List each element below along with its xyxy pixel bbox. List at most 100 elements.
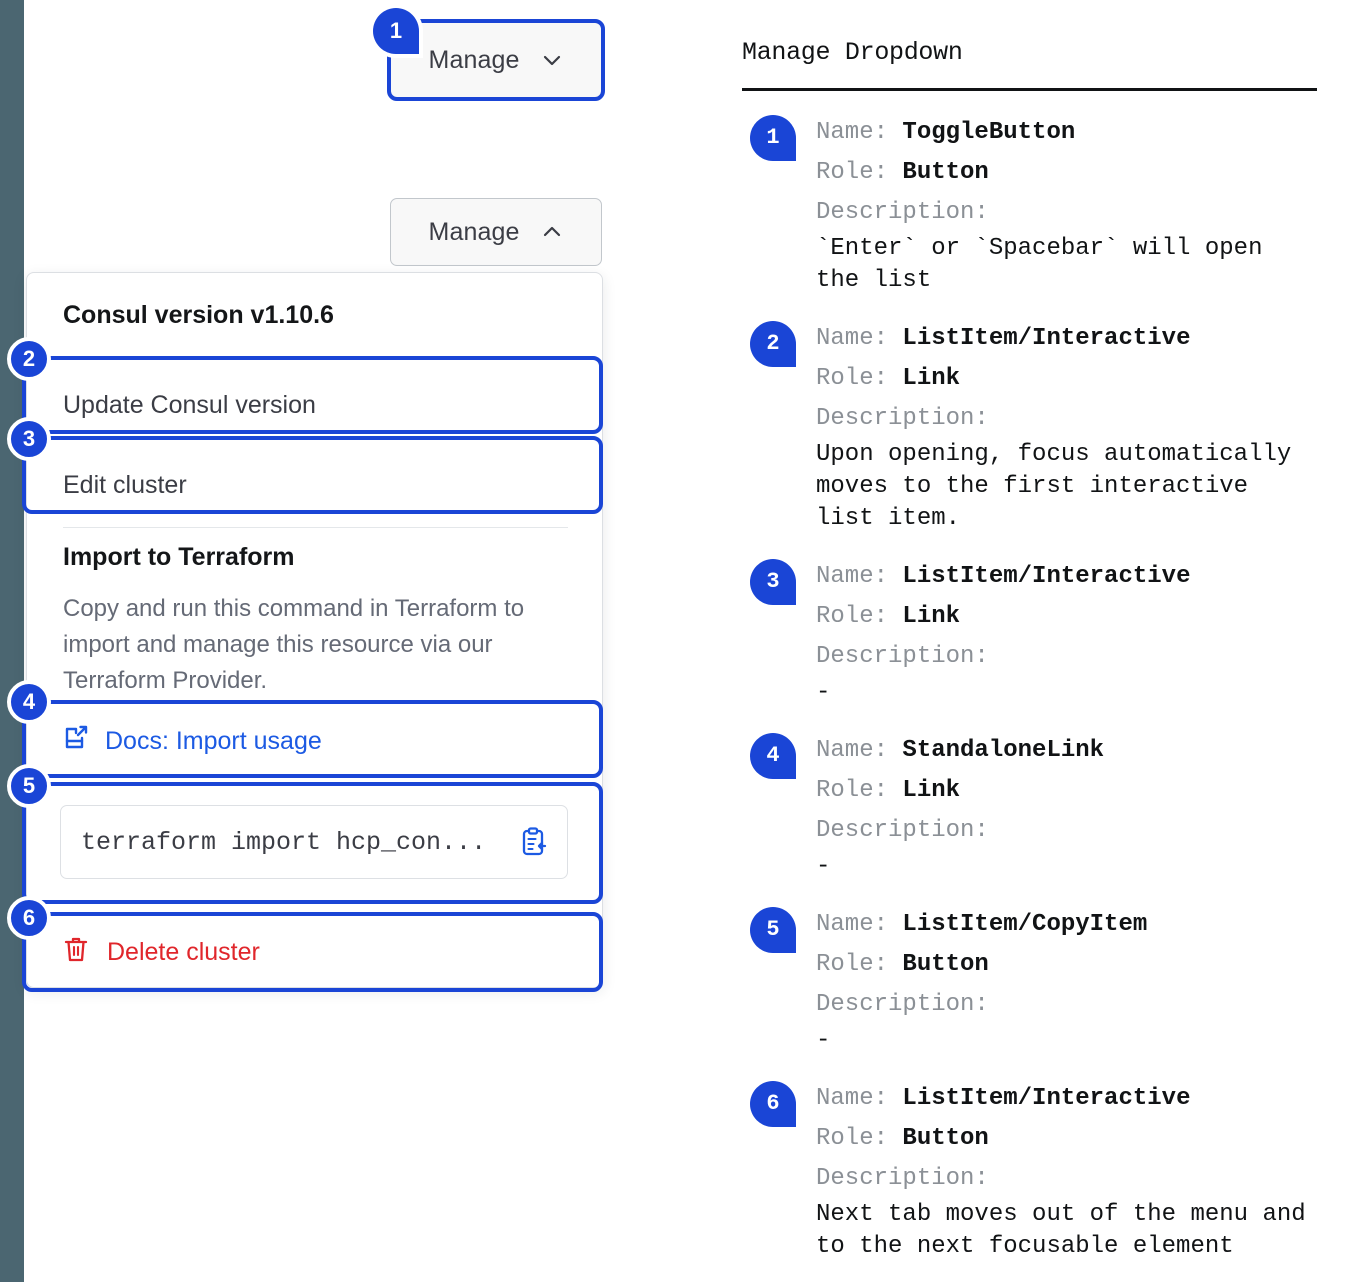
callout-badge-2: 2 (7, 337, 51, 381)
annotation-badge-4: 4 (750, 733, 796, 779)
annotation-role: Role: Button (816, 1119, 1317, 1159)
docs-external-link-icon (63, 725, 89, 758)
annotation-role-label: Role: (816, 1125, 903, 1152)
manage-dropdown-toggle-closed[interactable]: Manage (390, 22, 602, 98)
annotation-name-value: ToggleButton (902, 119, 1076, 146)
annotation-name: Name: ListItem/Interactive (816, 1079, 1317, 1119)
annotation-description-value: - (816, 1027, 831, 1054)
annotation-name-label: Name: (816, 563, 903, 590)
menu-item-update-consul-version-label: Update Consul version (63, 390, 316, 419)
trash-icon (63, 935, 89, 970)
import-to-terraform-description: Copy and run this command in Terraform t… (63, 595, 525, 694)
terraform-command-value: terraform import hcp_con... (81, 827, 487, 857)
annotation-panel-title: Manage Dropdown (742, 38, 963, 67)
annotation-role-label: Role: (816, 603, 903, 630)
annotation-role: Role: Button (816, 153, 1317, 193)
callout-badge-5: 5 (7, 764, 51, 808)
chevron-down-icon (541, 49, 563, 71)
annotation-role: Role: Link (816, 771, 1317, 811)
callout-badge-4: 4 (7, 680, 51, 724)
annotation-description-value: - (816, 679, 831, 706)
callout-badge-6-number: 6 (22, 905, 36, 930)
annotation-role-value: Button (902, 951, 989, 978)
annotation-role-label: Role: (816, 777, 903, 804)
annotation-name: Name: StandaloneLink (816, 731, 1317, 771)
annotation-role-value: Link (902, 365, 961, 392)
annotation-name-label: Name: (816, 737, 903, 764)
annotation-description-label: Description: (816, 199, 989, 226)
menu-item-delete-cluster-label: Delete cluster (107, 938, 260, 966)
annotation-name-value: ListItem/CopyItem (902, 911, 1148, 938)
annotation-badge-6: 6 (750, 1081, 796, 1127)
manage-toggle-label: Manage (428, 45, 520, 74)
annotation-role-value: Link (902, 777, 961, 804)
menu-item-delete-cluster[interactable]: Delete cluster (63, 935, 260, 970)
left-sidebar-rail (0, 0, 24, 1282)
annotation-name-value: ListItem/Interactive (902, 1085, 1191, 1112)
copy-clipboard-icon[interactable] (517, 826, 549, 858)
callout-badge-5-number: 5 (22, 773, 36, 798)
callout-badge-3: 3 (7, 417, 51, 461)
menu-divider (63, 527, 568, 528)
annotation-badge-5: 5 (750, 907, 796, 953)
annotation-description-value: - (816, 853, 831, 880)
menu-item-update-consul-version[interactable]: Update Consul version (27, 365, 316, 445)
menu-item-docs-import-usage[interactable]: Docs: Import usage (63, 725, 322, 758)
callout-badge-1-number: 1 (389, 18, 403, 43)
manage-toggle-open-label: Manage (428, 217, 520, 246)
import-to-terraform-title: Import to Terraform (63, 543, 295, 571)
annotation-name: Name: ToggleButton (816, 113, 1317, 153)
annotation-role-value: Button (902, 1125, 989, 1152)
manage-dropdown-toggle-open[interactable]: Manage (390, 198, 602, 266)
annotation-name: Name: ListItem/Interactive (816, 319, 1317, 359)
menu-item-edit-cluster-label: Edit cluster (63, 470, 187, 499)
annotation-name-value: ListItem/Interactive (902, 563, 1191, 590)
callout-badge-4-number: 4 (22, 689, 36, 714)
manage-dropdown-menu: Consul version v1.10.6 Update Consul ver… (26, 272, 603, 988)
annotation-badge-3: 3 (750, 559, 796, 605)
annotation-role-label: Role: (816, 365, 903, 392)
annotation-name-label: Name: (816, 1085, 903, 1112)
annotation-name-label: Name: (816, 911, 903, 938)
callout-badge-6: 6 (7, 896, 51, 940)
annotation-name: Name: ListItem/CopyItem (816, 905, 1317, 945)
consul-version-header: Consul version v1.10.6 (63, 301, 334, 329)
annotation-role: Role: Link (816, 359, 1317, 399)
annotation-role-label: Role: (816, 951, 903, 978)
annotation-role: Role: Link (816, 597, 1317, 637)
annotation-description-value: Upon opening, focus automatically moves … (816, 441, 1292, 532)
annotation-panel-rule (742, 88, 1317, 91)
terraform-copy-field[interactable]: terraform import hcp_con... (60, 805, 568, 879)
annotation-name-label: Name: (816, 325, 903, 352)
annotation-description-label: Description: (816, 405, 989, 432)
callout-badge-1: 1 (373, 8, 419, 54)
annotation-role-label: Role: (816, 159, 903, 186)
annotation-description-label: Description: (816, 991, 989, 1018)
chevron-up-icon (541, 221, 563, 243)
annotation-name: Name: ListItem/Interactive (816, 557, 1317, 597)
menu-item-edit-cluster[interactable]: Edit cluster (27, 445, 187, 525)
annotation-description-label: Description: (816, 1165, 989, 1192)
annotation-name-label: Name: (816, 119, 903, 146)
annotation-description-label: Description: (816, 817, 989, 844)
annotation-name-value: StandaloneLink (902, 737, 1105, 764)
annotation-description-value: Next tab moves out of the menu and to th… (816, 1201, 1306, 1260)
annotation-role-value: Button (902, 159, 989, 186)
annotation-description-value: `Enter` or `Spacebar` will open the list (816, 235, 1263, 294)
annotation-badge-1: 1 (750, 115, 796, 161)
callout-badge-2-number: 2 (22, 346, 36, 371)
annotation-role-value: Link (902, 603, 961, 630)
annotation-name-value: ListItem/Interactive (902, 325, 1191, 352)
annotation-description-label: Description: (816, 643, 989, 670)
callout-badge-3-number: 3 (22, 426, 36, 451)
annotation-badge-2: 2 (750, 321, 796, 367)
